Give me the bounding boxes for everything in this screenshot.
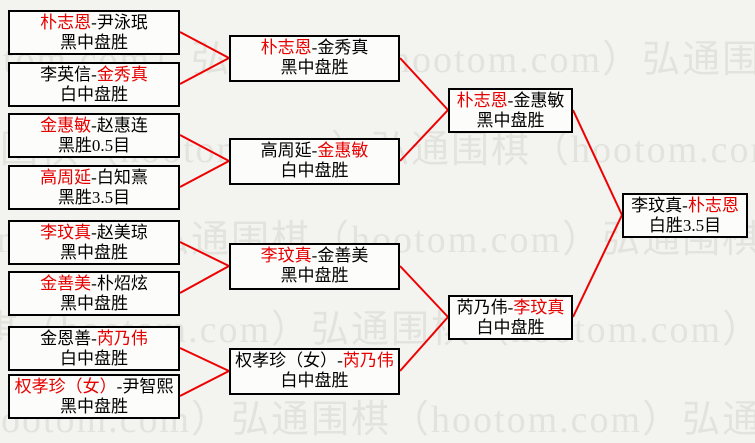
matchup-line: 高周延-白知熹 xyxy=(10,168,178,188)
matchup-line: 金善美-朴炤炫 xyxy=(10,274,178,294)
matchup-line: 芮乃伟-李玟真 xyxy=(450,298,571,318)
player-name: 尹泳珉 xyxy=(96,13,148,32)
vs-dash: - xyxy=(116,377,123,396)
result-line: 白中盘胜 xyxy=(280,161,349,180)
vs-dash: - xyxy=(311,38,318,57)
player-name: 金恩善 xyxy=(40,329,92,348)
result-line: 黑中盘胜 xyxy=(280,266,349,285)
match-box-r1m5: 李玟真-赵美琼 黑中盘胜 xyxy=(8,220,180,265)
match-box-r1m3: 金惠敏-赵惠连 黑胜0.5目 xyxy=(8,113,180,158)
player-name: 赵美琼 xyxy=(96,223,148,242)
vs-dash: - xyxy=(507,298,514,317)
result-line: 黑中盘胜 xyxy=(476,111,545,130)
result-line: 黑中盘胜 xyxy=(60,243,128,262)
player-name: 金善美 xyxy=(317,246,369,265)
result-line: 黑中盘胜 xyxy=(60,397,128,416)
player-name: 白知熹 xyxy=(96,168,148,187)
match-box-r1m4: 高周延-白知熹 黑胜3.5目 xyxy=(8,165,180,210)
player-name-winner: 金惠敏 xyxy=(317,141,369,160)
match-box-r1m7: 金恩善-芮乃伟 白中盘胜 xyxy=(8,326,180,371)
player-name-winner: 权孝珍（女） xyxy=(14,377,117,396)
vs-dash: - xyxy=(507,91,514,110)
vs-dash: - xyxy=(337,351,343,370)
vs-dash: - xyxy=(91,65,97,84)
bracket-connectors xyxy=(179,31,623,397)
player-name-winner: 朴志恩 xyxy=(260,38,312,57)
player-name: 李英信 xyxy=(40,65,92,84)
match-box-r1m2: 李英信-金秀真 白中盘胜 xyxy=(8,62,180,107)
match-box-r2m4: 权孝珍（女）-芮乃伟 白中盘胜 xyxy=(229,348,400,395)
player-name-winner: 金秀真 xyxy=(96,65,148,84)
match-box-final: 李玟真-朴志恩 白胜3.5目 xyxy=(622,193,748,238)
matchup-line: 金恩善-芮乃伟 xyxy=(10,329,178,349)
watermark-text: 弘通围棋（hootom.com） xyxy=(371,129,755,171)
vs-dash: - xyxy=(91,274,97,293)
match-box-r1m1: 朴志恩-尹泳珉 黑中盘胜 xyxy=(8,10,180,55)
player-name-winner: 高周延 xyxy=(40,168,92,187)
player-name-winner: 朴志恩 xyxy=(40,13,92,32)
matchup-line: 朴志恩-尹泳珉 xyxy=(10,13,178,33)
result-line: 黑胜3.5目 xyxy=(57,188,131,207)
vs-dash: - xyxy=(311,141,318,160)
player-name: 尹智熙 xyxy=(122,377,174,396)
match-box-r1m8: 权孝珍（女）-尹智熙 黑中盘胜 xyxy=(8,374,180,419)
matchup-line: 李玟真-朴志恩 xyxy=(624,196,746,216)
player-name: 李玟真 xyxy=(631,196,683,215)
matchup-line: 金惠敏-赵惠连 xyxy=(10,116,178,136)
player-name-winner: 芮乃伟 xyxy=(342,351,394,370)
watermark-text: 弘通围棋（hootom.com） xyxy=(642,39,755,81)
vs-dash: - xyxy=(311,246,318,265)
watermark-row: 弘通围棋（hootom.com）弘通围棋（hootom.com）弘通围棋（hoo… xyxy=(0,118,755,173)
matchup-line: 朴志恩-金秀真 xyxy=(231,38,398,58)
vs-dash: - xyxy=(682,196,688,215)
match-box-r1m6: 金善美-朴炤炫 黑中盘胜 xyxy=(8,271,180,316)
match-box-sf2: 芮乃伟-李玟真 白中盘胜 xyxy=(448,295,573,340)
match-box-r2m3: 李玟真-金善美 黑中盘胜 xyxy=(229,243,400,290)
player-name-winner: 朴志恩 xyxy=(687,196,739,215)
player-name-winner: 金惠敏 xyxy=(40,116,92,135)
match-box-sf1: 朴志恩-金惠敏 黑中盘胜 xyxy=(448,88,573,133)
result-line: 黑胜0.5目 xyxy=(57,136,131,155)
matchup-line: 李英信-金秀真 xyxy=(10,65,178,85)
match-box-r2m1: 朴志恩-金秀真 黑中盘胜 xyxy=(229,35,400,82)
player-name: 高周延 xyxy=(260,141,312,160)
vs-dash: - xyxy=(91,116,97,135)
matchup-line: 权孝珍（女）-尹智熙 xyxy=(10,377,178,397)
player-name: 芮乃伟 xyxy=(456,298,508,317)
vs-dash: - xyxy=(91,13,97,32)
matchup-line: 李玟真-赵美琼 xyxy=(10,223,178,243)
player-name-winner: 李玟真 xyxy=(513,298,565,317)
vs-dash: - xyxy=(91,329,97,348)
player-name-winner: 李玟真 xyxy=(260,246,312,265)
vs-dash: - xyxy=(91,223,97,242)
matchup-line: 高周延-金惠敏 xyxy=(231,141,398,161)
player-name-winner: 金善美 xyxy=(40,274,92,293)
match-box-r2m2: 高周延-金惠敏 白中盘胜 xyxy=(229,138,400,185)
result-line: 白中盘胜 xyxy=(476,318,545,337)
matchup-line: 李玟真-金善美 xyxy=(231,246,398,266)
player-name: 赵惠连 xyxy=(96,116,148,135)
result-line: 黑中盘胜 xyxy=(280,58,349,77)
result-line: 黑中盘胜 xyxy=(60,294,128,313)
player-name: 金秀真 xyxy=(317,38,369,57)
result-line: 白胜3.5目 xyxy=(648,216,722,235)
player-name-winner: 朴志恩 xyxy=(456,91,508,110)
result-line: 白中盘胜 xyxy=(60,349,128,368)
vs-dash: - xyxy=(91,168,97,187)
player-name: 权孝珍（女） xyxy=(235,351,338,370)
result-line: 黑中盘胜 xyxy=(60,33,128,52)
player-name: 朴炤炫 xyxy=(96,274,148,293)
player-name: 金惠敏 xyxy=(513,91,565,110)
matchup-line: 权孝珍（女）-芮乃伟 xyxy=(231,351,398,371)
matchup-line: 朴志恩-金惠敏 xyxy=(450,91,571,111)
player-name-winner: 李玟真 xyxy=(40,223,92,242)
result-line: 白中盘胜 xyxy=(280,371,349,390)
result-line: 白中盘胜 xyxy=(60,85,128,104)
player-name-winner: 芮乃伟 xyxy=(96,329,148,348)
